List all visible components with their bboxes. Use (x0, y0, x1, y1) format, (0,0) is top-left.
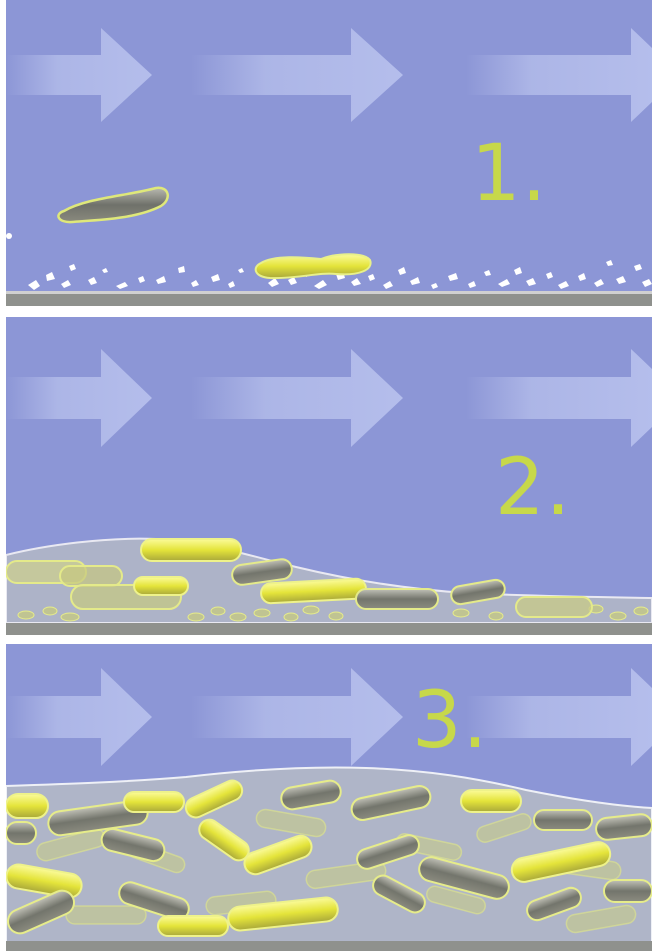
stage-panel-3: 3. (6, 644, 652, 951)
step-label-1: 1. (471, 135, 547, 213)
rod-bacterium-icon (124, 792, 184, 812)
rod-bacterium-icon (141, 539, 241, 561)
rod-bacterium-icon (60, 566, 122, 586)
stage-3-illustration (6, 644, 652, 951)
rod-bacterium-icon (158, 916, 228, 936)
stage-1-illustration (6, 0, 652, 306)
stage-panel-2: 2. (6, 317, 652, 635)
stage-panel-1: 1. (6, 0, 652, 306)
rod-bacterium-icon (356, 589, 438, 609)
substrate-edge (6, 291, 652, 294)
rod-bacterium-icon (134, 577, 188, 595)
step-label-2: 2. (495, 449, 571, 527)
rod-bacterium-icon (66, 906, 146, 924)
rod-bacterium-icon (516, 597, 592, 617)
rod-bacterium-icon (595, 813, 652, 841)
rod-bacterium-icon (6, 794, 48, 818)
rod-bacterium-icon (461, 790, 521, 812)
rod-bacterium-icon (604, 880, 652, 902)
substrate-surface (6, 293, 652, 306)
rod-bacterium-icon (534, 810, 592, 830)
rod-bacterium-icon (6, 822, 36, 844)
step-label-3: 3. (412, 682, 488, 760)
rod-bacterium-icon (261, 578, 367, 603)
substrate-surface (6, 941, 652, 951)
substrate-surface (6, 623, 652, 635)
